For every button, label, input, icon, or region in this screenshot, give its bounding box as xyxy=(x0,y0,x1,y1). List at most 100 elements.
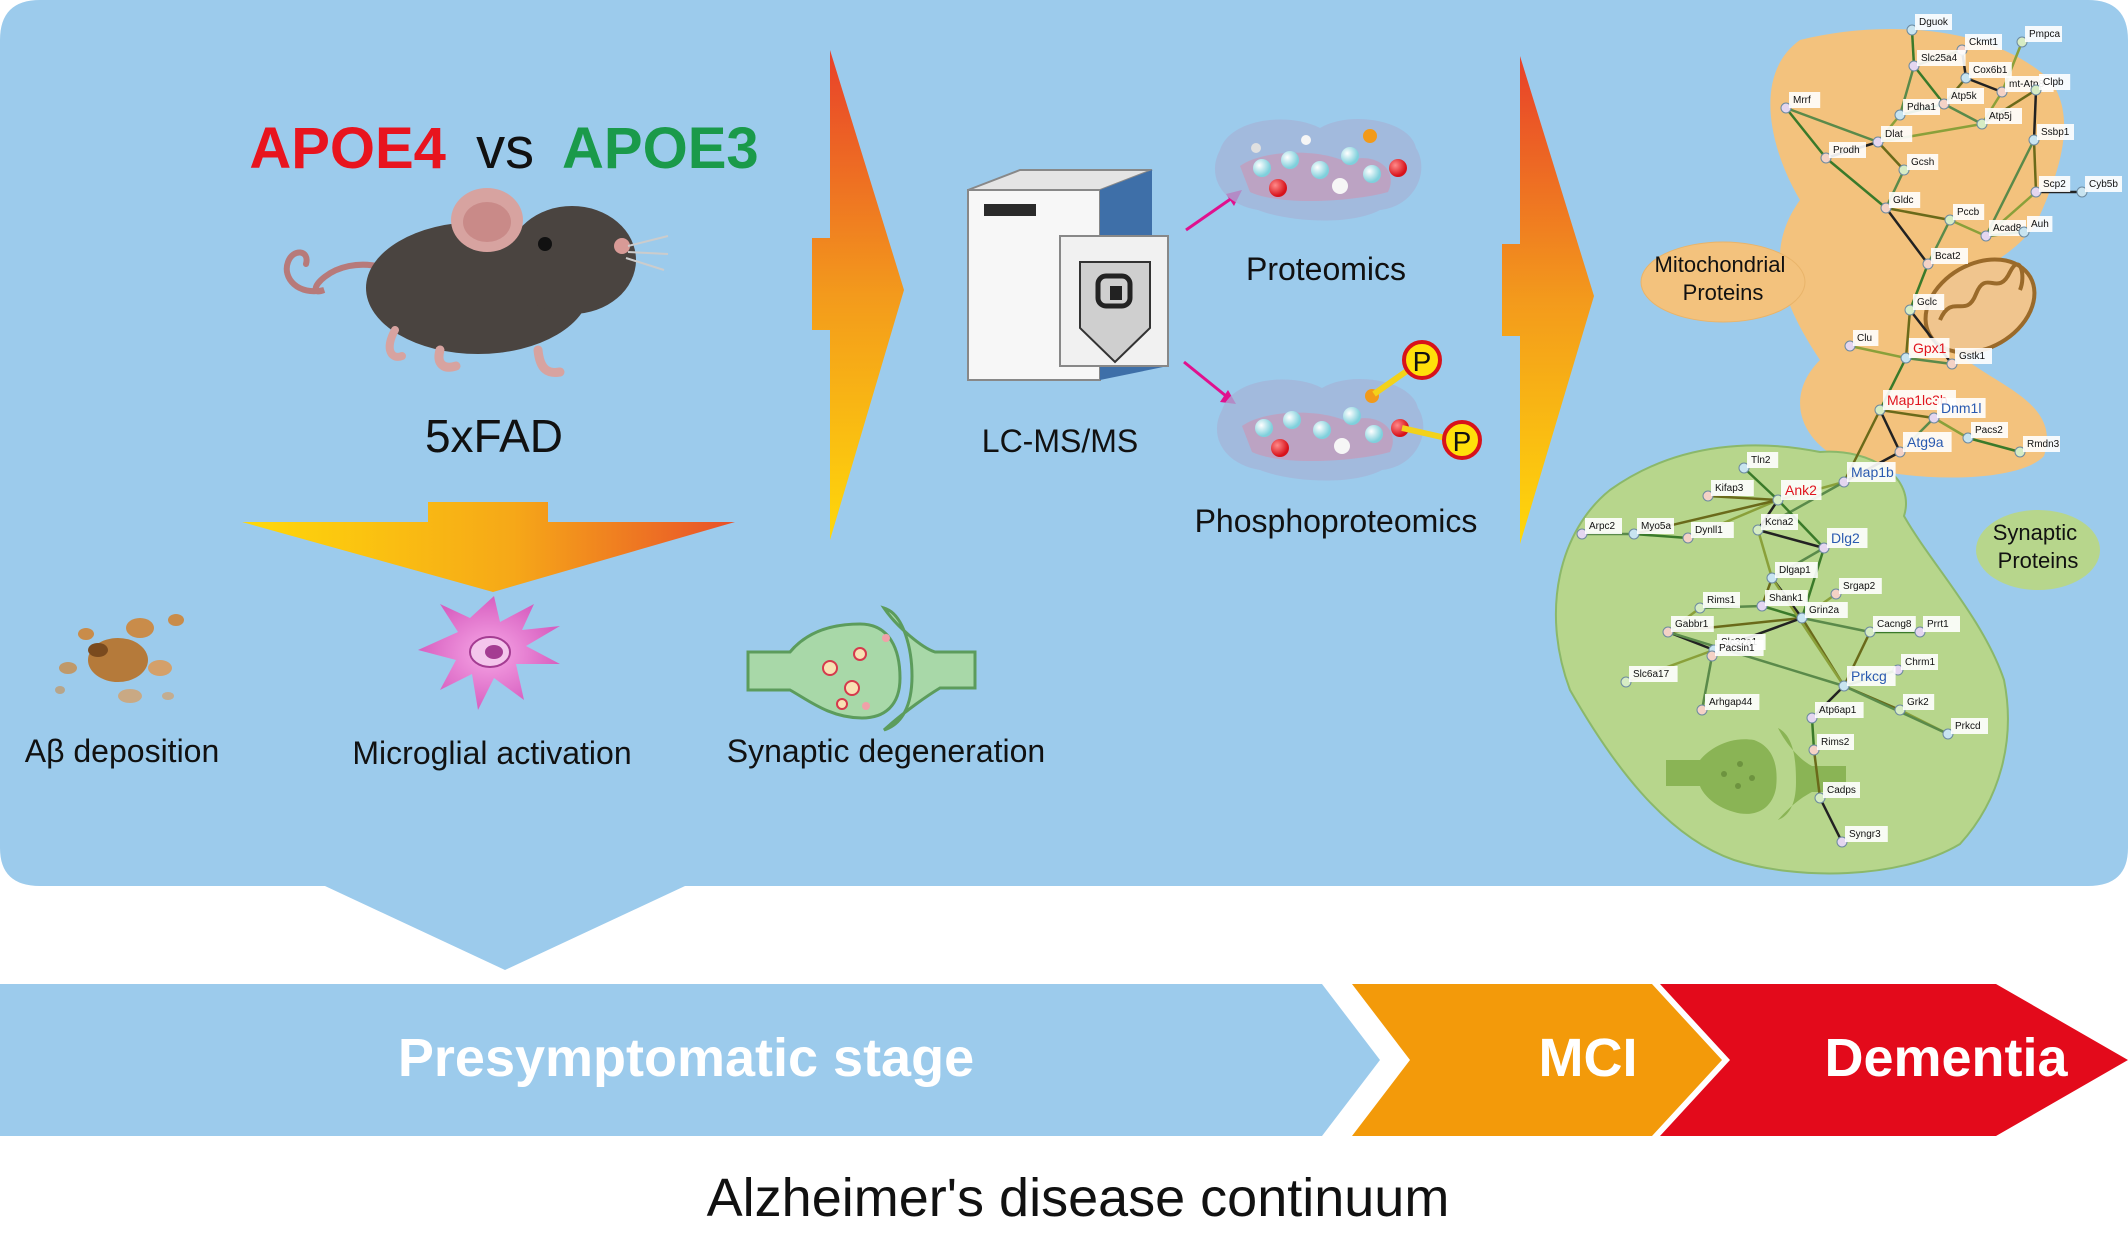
network-node-label: Arpc2 xyxy=(1589,521,1616,532)
network-node-label: Tln2 xyxy=(1751,455,1771,466)
network-node-label-bg xyxy=(2085,176,2122,192)
network-node-label: Gstk1 xyxy=(1959,351,1986,362)
network-node-label-bg xyxy=(1805,602,1848,618)
network-edge xyxy=(1913,65,1945,105)
abeta-label: Aβ deposition xyxy=(25,733,220,769)
network-node-label: Atg9a xyxy=(1907,434,1944,450)
network-node-label-bg xyxy=(1765,590,1808,606)
model-label: 5xFAD xyxy=(425,410,563,462)
network-edge xyxy=(1910,29,1916,67)
network-node-label: Dynll1 xyxy=(1695,525,1723,536)
network-node-label: Chrm1 xyxy=(1905,657,1935,668)
network-node-label-bg xyxy=(1815,702,1864,718)
phospho-label: Phosphoproteomics xyxy=(1195,503,1478,539)
network-node: Prodh xyxy=(1820,142,1866,164)
network-node: Scp2 xyxy=(2030,176,2071,198)
network-node-label-bg xyxy=(1829,142,1866,158)
network-node: Prkcd xyxy=(1942,718,1988,740)
network-node-label-bg xyxy=(1781,480,1822,500)
network-node-label: Acad8 xyxy=(1993,223,2022,234)
network-edge xyxy=(1785,107,1827,159)
network-node: Atp5k xyxy=(1938,88,1984,110)
network-node-label-bg xyxy=(1789,92,1821,108)
network-edge xyxy=(1633,532,1689,540)
timeline-mci-band xyxy=(1352,984,1722,1136)
network-edge xyxy=(1905,356,1953,366)
network-node-label-bg xyxy=(1937,398,1986,418)
network-node: Myo5a xyxy=(1628,518,1674,540)
network-edge xyxy=(1700,655,1714,711)
network-node-label-bg xyxy=(1715,640,1764,656)
network-node: Rims2 xyxy=(1808,734,1854,756)
microglia-icon xyxy=(418,596,560,710)
network-node-label: Pdha1 xyxy=(1907,102,1936,113)
dementia-label: Dementia xyxy=(1824,1028,2068,1088)
network-node-label-bg xyxy=(1969,62,2012,78)
mouse-illustration xyxy=(283,188,669,377)
network-node-label-bg xyxy=(1585,518,1622,534)
network-node: Gstk1 xyxy=(1946,348,1992,370)
presymptomatic-label: Presymptomatic stage xyxy=(398,1028,974,1088)
network-node: Auh xyxy=(2018,216,2053,238)
network-node-label-bg xyxy=(1691,522,1734,538)
network-node: Map1b xyxy=(1838,462,1896,488)
network-node-label: Dlat xyxy=(1885,129,1903,140)
network-edge xyxy=(1877,141,1905,171)
network-edge xyxy=(1943,102,1983,126)
network-node-label-bg xyxy=(1711,480,1754,496)
network-edge xyxy=(1904,309,1912,359)
network-node-label: Prodh xyxy=(1833,145,1860,156)
continuum-label: Alzheimer's disease continuum xyxy=(707,1168,1450,1228)
synapse-cluster-icon xyxy=(1666,728,1846,820)
network-node-label-bg xyxy=(2039,74,2071,90)
network-edge xyxy=(1812,749,1822,799)
network-node-label: Bcat2 xyxy=(1935,251,1961,262)
network-node: Gpx1 xyxy=(1900,338,1950,364)
network-node-label: Pacsin1 xyxy=(1719,643,1755,654)
network-node: Cadps xyxy=(1814,782,1860,804)
network-edge xyxy=(1879,408,1935,420)
amyloid-icon xyxy=(55,614,184,703)
network-edge xyxy=(1885,207,1929,265)
network-node: Pmpca xyxy=(2016,26,2062,48)
network-node-label-bg xyxy=(2025,26,2062,42)
network-node-label: Srgap2 xyxy=(1843,581,1876,592)
network-node: Srgap2 xyxy=(1830,578,1882,600)
network-node-label: Ank2 xyxy=(1785,482,1817,498)
network-node-label-bg xyxy=(2023,436,2060,452)
network-node: Slc25a4 xyxy=(1908,50,1966,72)
network-node-label-bg xyxy=(1747,452,1779,468)
network-node-label: Prkcg xyxy=(1851,668,1887,684)
network-node-label-bg xyxy=(1907,154,1939,170)
network-node: Cacng8 xyxy=(1864,616,1916,638)
phospho-badge-1: P xyxy=(1402,340,1442,380)
mci-label: MCI xyxy=(1539,1028,1638,1088)
network-node-label-bg xyxy=(1703,592,1740,608)
network-node-label: Dnm1l xyxy=(1941,400,1981,416)
timeline-dementia-band xyxy=(1660,984,2128,1136)
network-node-label: Dlg2 xyxy=(1831,530,1860,546)
network-node-label-bg xyxy=(1951,718,1988,734)
network-node-label-bg xyxy=(1775,562,1818,578)
network-edge xyxy=(2032,89,2038,141)
network-node-label-bg xyxy=(1915,14,1952,30)
network-edge xyxy=(1949,218,1987,238)
network-node-label-bg xyxy=(2039,176,2071,192)
synaptic-cluster-bubble xyxy=(1976,510,2100,590)
network-node-label-bg xyxy=(1839,578,1882,594)
network-node-label: Kifap3 xyxy=(1715,483,1744,494)
network-node-label-bg xyxy=(1953,204,1985,220)
network-node-label: Rmdn3 xyxy=(2027,439,2060,450)
network-node-label-bg xyxy=(1903,432,1952,452)
network-node: Rims1 xyxy=(1694,592,1740,614)
network-node-label: Grin2a xyxy=(1809,605,1839,616)
network-node-label: Syngr3 xyxy=(1849,829,1881,840)
network-node-label-bg xyxy=(1853,330,1879,346)
network-node-label: Prkcd xyxy=(1955,721,1981,732)
network-node-label-bg xyxy=(1847,462,1896,482)
network-node: Dlgap1 xyxy=(1766,562,1818,584)
network-node-label-bg xyxy=(1989,220,2026,236)
network-node-label: Slc25a4 xyxy=(1921,53,1958,64)
network-node: Kifap3 xyxy=(1702,480,1754,502)
network-node: Clu xyxy=(1844,330,1879,352)
